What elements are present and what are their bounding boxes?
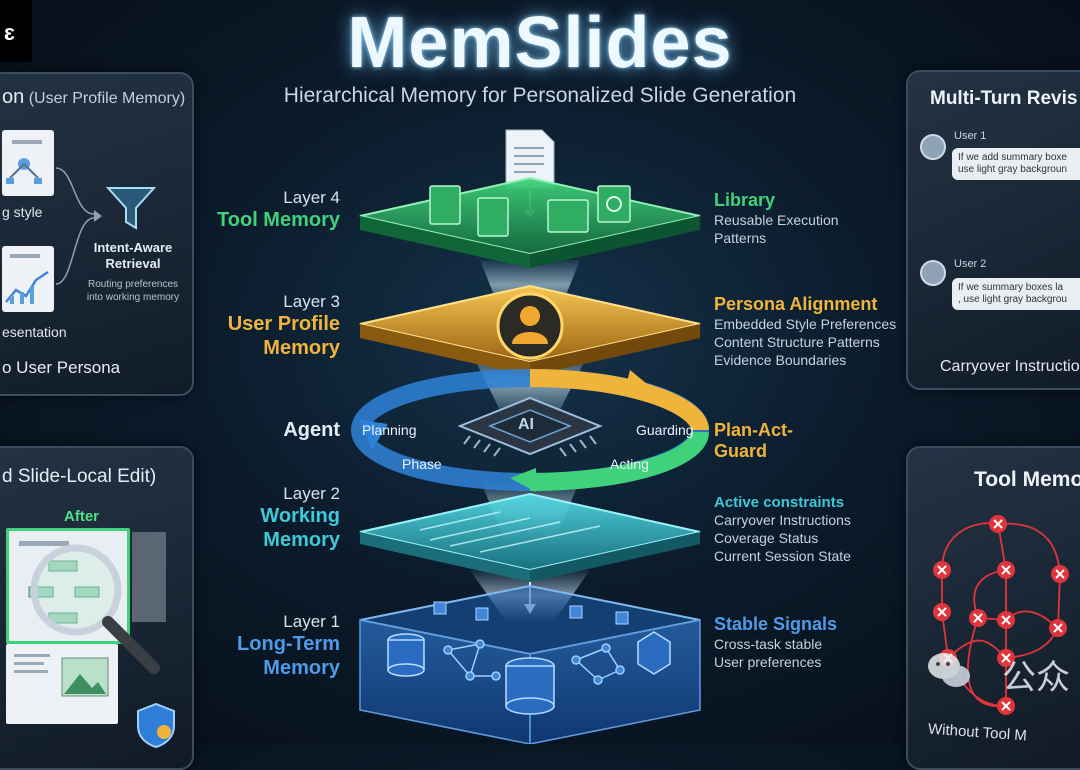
panel-title: Multi-Turn Revis <box>930 88 1078 109</box>
presentation-card <box>2 246 54 312</box>
panel-title: on (User Profile Memory) <box>2 86 186 108</box>
file-icon <box>477 197 509 237</box>
layer1-label: Layer 1 <box>283 612 340 631</box>
settings-file-icon <box>597 185 631 223</box>
user2-label: User 2 <box>954 258 987 270</box>
user-profile-layer <box>359 284 701 376</box>
carryover-label: Carryover Instructio <box>940 358 1080 375</box>
document-icon <box>505 129 555 189</box>
retrieval-description: Routing preferences into working memory <box>86 279 180 303</box>
page-subtitle: Hierarchical Memory for Personalized Sli… <box>283 84 797 107</box>
user-profile-panel: on (User Profile Memory) g style esentat… <box>0 72 194 396</box>
before-slide <box>6 644 118 724</box>
cube-icon <box>475 607 489 621</box>
agent-label: Agent <box>283 419 340 441</box>
user1-label: User 1 <box>954 130 987 142</box>
code-window-icon <box>547 199 589 233</box>
multi-turn-revision-panel: Multi-Turn Revis User 1 If we add summar… <box>906 70 1080 390</box>
wechat-icon <box>928 653 970 687</box>
retrieval-title: Intent-Aware Retrieval <box>93 240 173 271</box>
persona-alignment-block: Persona Alignment Embedded Style Prefere… <box>714 294 897 368</box>
library-block: Library Reusable Execution Patterns <box>714 190 839 246</box>
panel-title: Tool Memo <box>974 468 1080 491</box>
ring-label-acting: Acting <box>610 456 649 472</box>
tool-memory-layer <box>359 176 701 268</box>
page-title: MemSlides <box>347 3 733 83</box>
layer4-label: Layer 4 <box>283 188 340 207</box>
long-term-memory-layer <box>359 584 701 744</box>
back-slide <box>132 532 166 622</box>
cube-icon <box>615 611 629 625</box>
chip-text: AI <box>518 416 534 433</box>
style-card-label: g style <box>2 204 43 220</box>
stable-signals-block: Stable Signals Cross-task stable User pr… <box>714 614 838 670</box>
plan-act-guard-block: Plan-Act- Guard <box>714 420 794 461</box>
ring-label-phase: Phase <box>402 456 442 472</box>
image-thumbnail-icon <box>14 654 109 697</box>
style-card <box>2 130 54 196</box>
slide-local-edit-panel: d Slide-Local Edit) After <box>0 446 194 770</box>
ring-label-planning: Planning <box>362 422 417 438</box>
flowchart-icon <box>6 140 42 184</box>
user2-avatar <box>920 260 946 286</box>
layer2-label: Layer 2 <box>283 484 340 503</box>
funnel-icon <box>106 187 156 230</box>
layer3-label: Layer 3 <box>283 292 340 311</box>
arrow-icon <box>360 420 388 450</box>
retrieval-arrows <box>55 167 102 285</box>
tool-memory-panel: Tool Memo <box>906 446 1080 770</box>
presentation-card-label: esentation <box>2 324 67 340</box>
gem-icon <box>637 631 671 675</box>
error-graph <box>933 515 1069 715</box>
shield-icon <box>137 702 175 748</box>
after-label: After <box>64 508 100 525</box>
user1-avatar <box>920 134 946 160</box>
user-profile-icon <box>520 306 540 326</box>
user-persona-label: o User Persona <box>2 358 121 377</box>
user1-message: If we add summary boxe use light gray ba… <box>952 148 1080 180</box>
arrow-icon <box>624 370 652 394</box>
arrow-icon <box>510 468 536 492</box>
watermark: 公众 <box>926 646 1080 697</box>
file-icon <box>429 185 461 225</box>
agent-cycle <box>351 369 709 492</box>
without-tool-memory-label: Without Tool M <box>927 720 1028 745</box>
cube-icon <box>433 601 447 615</box>
logo-glyph-icon: ɛ <box>4 20 15 45</box>
active-constraints-block: Active constraints Carryover Instruction… <box>714 494 851 564</box>
line-chart-icon <box>5 254 49 304</box>
network-icon <box>443 639 625 685</box>
panel-title: d Slide-Local Edit) <box>2 466 157 487</box>
working-memory-layer <box>359 492 701 582</box>
corner-logo: ɛ <box>0 0 32 62</box>
cube-icon <box>569 605 583 619</box>
ring-label-guarding: Guarding <box>636 422 694 438</box>
magnifier-icon <box>30 544 160 674</box>
memory-stack-diagram <box>351 129 709 744</box>
user2-message: If we summary boxes la , use light gray … <box>952 278 1080 310</box>
database-icon <box>387 633 555 715</box>
layer4-title: Tool Memory <box>217 209 340 231</box>
